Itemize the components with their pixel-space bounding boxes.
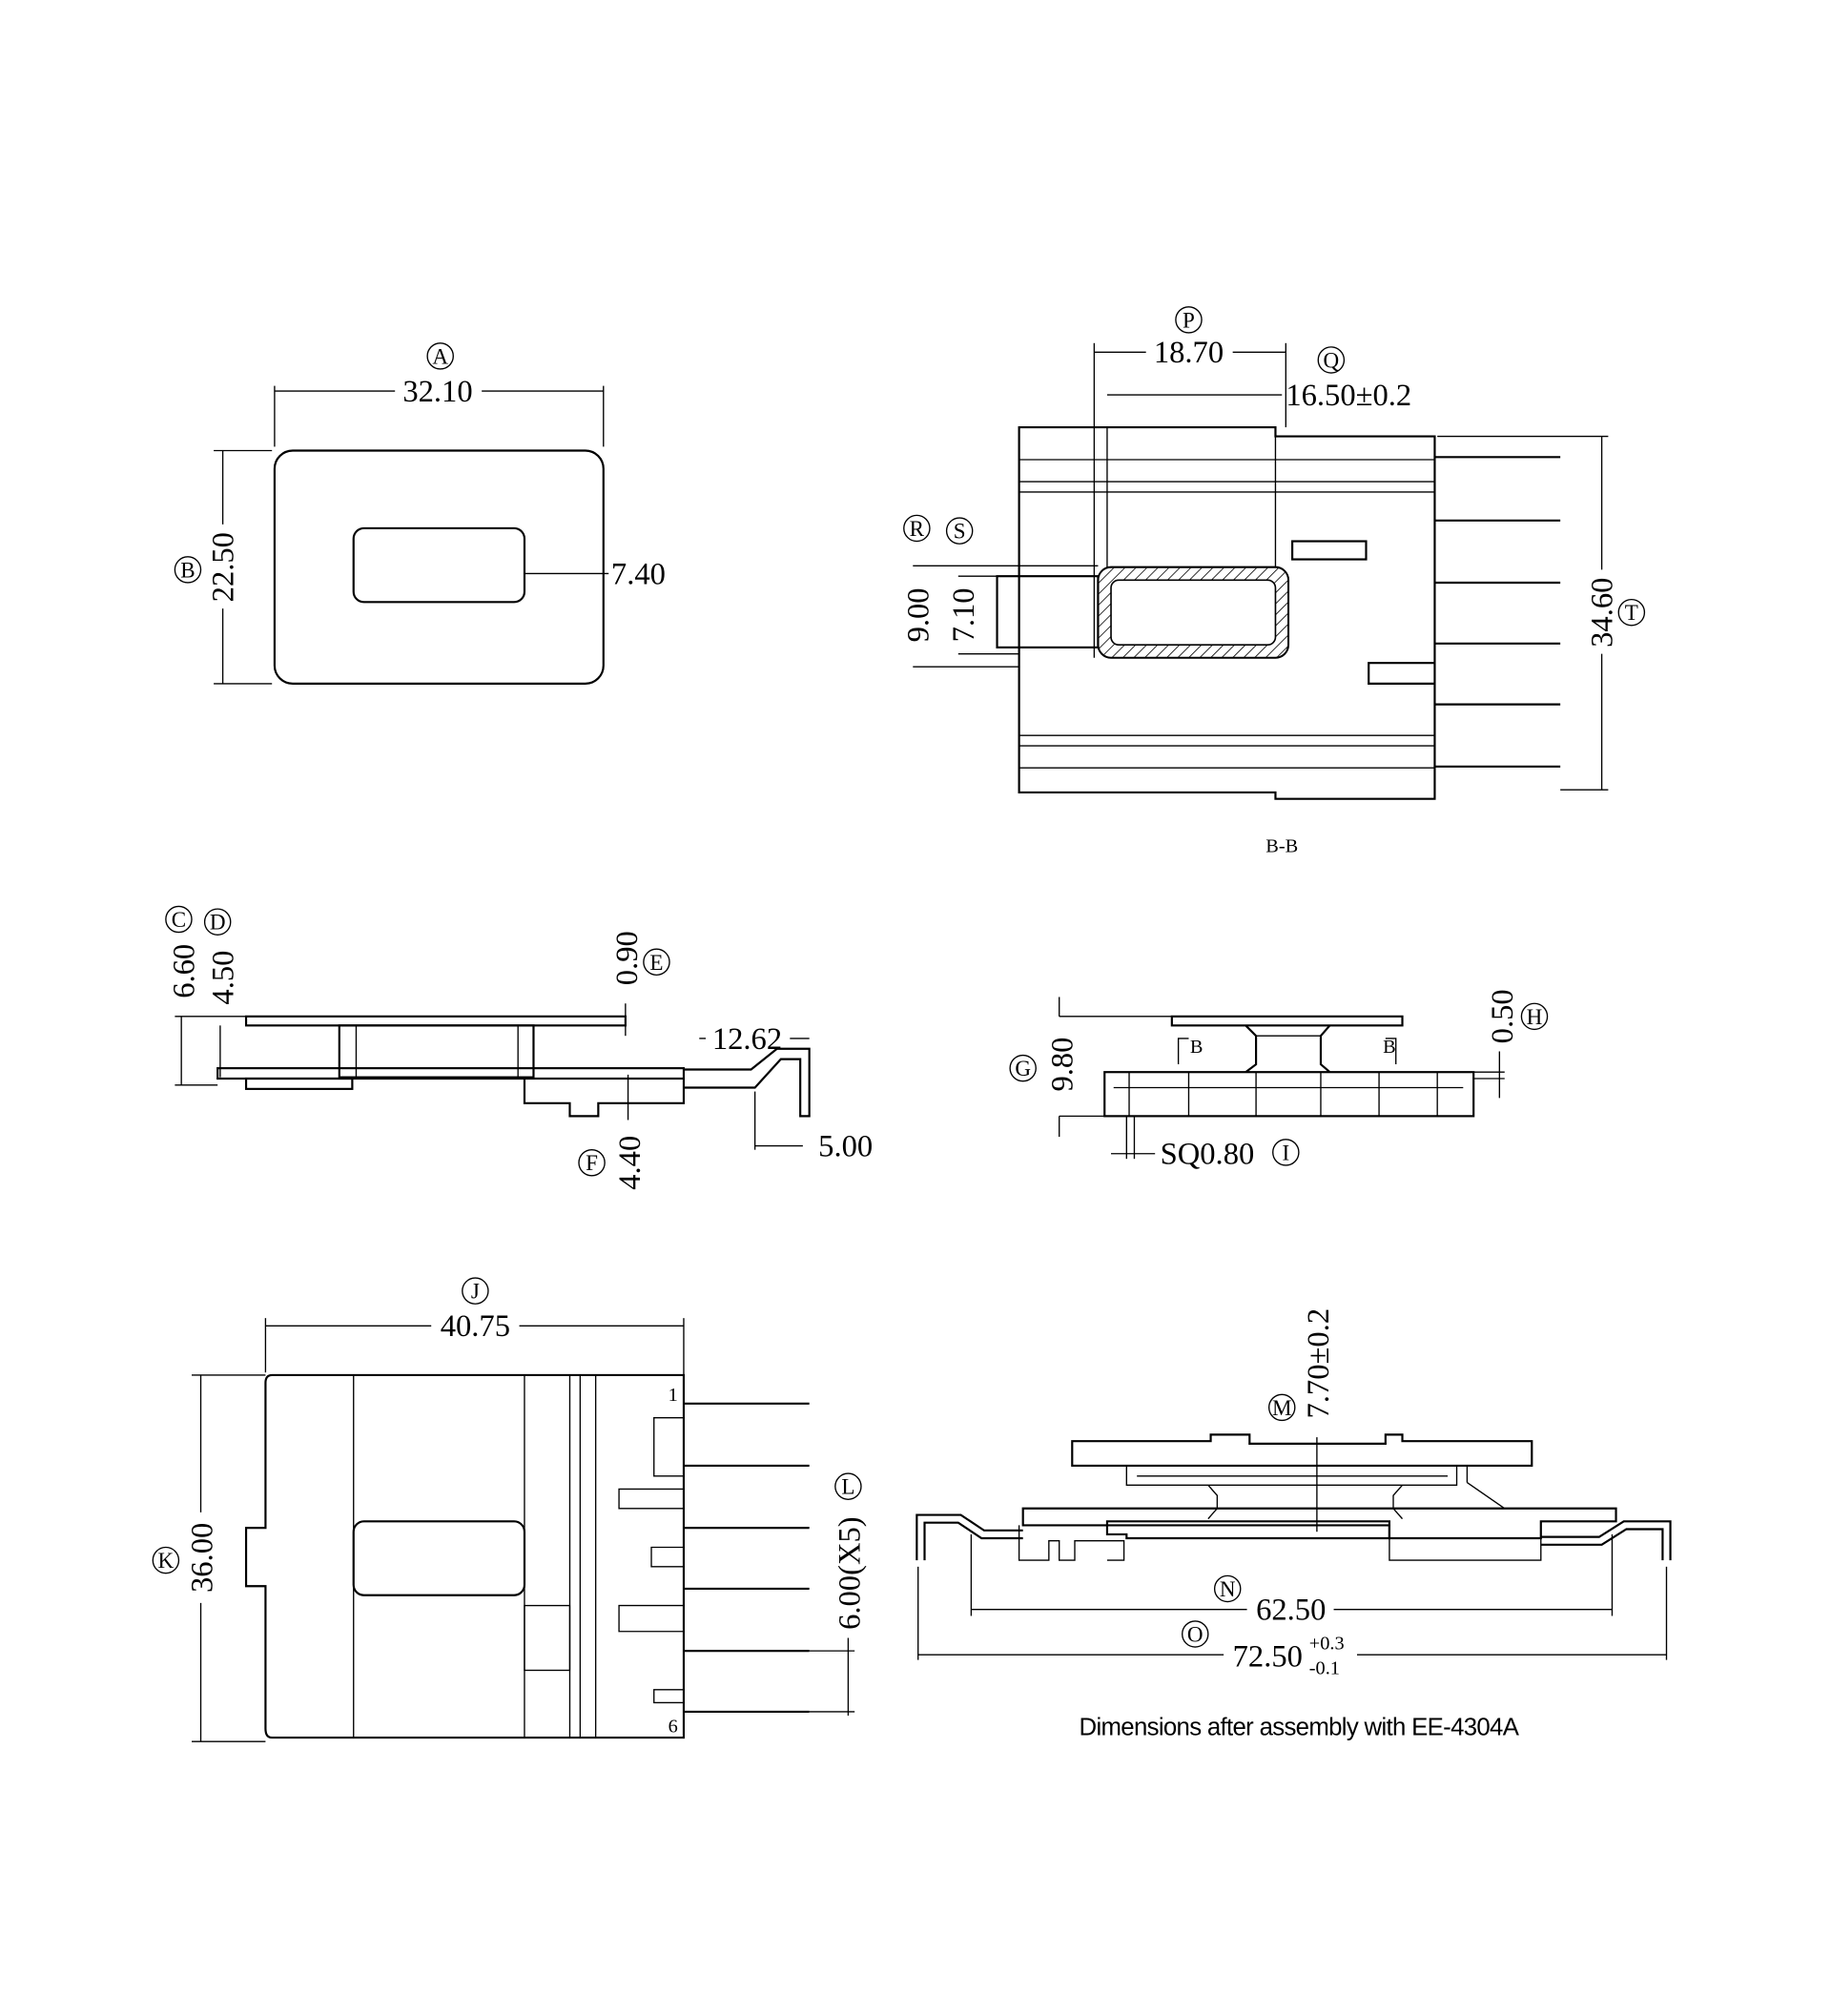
dim-m: 7.70±0.2 <box>1302 1308 1336 1419</box>
callout-s: S <box>954 519 966 544</box>
callout-k: K <box>158 1548 175 1573</box>
pins <box>683 1402 810 1714</box>
callout-o: O <box>1187 1621 1204 1646</box>
callout-h: H <box>1527 1004 1543 1029</box>
dim-b: 22.50 <box>206 532 240 602</box>
dim-o-tol-minus: -0.1 <box>1309 1658 1340 1679</box>
dim-g: 9.80 <box>1045 1038 1080 1092</box>
callout-g: G <box>1015 1056 1031 1080</box>
section-mark-right: B <box>1383 1037 1396 1058</box>
assembly-view: M 7.70±0.2 N 62.50 O 72.50 +0.3 -0.1 Dim… <box>916 1308 1672 1740</box>
pin-stubs <box>1128 1072 1438 1117</box>
dim-o: 72.50 <box>1233 1639 1303 1674</box>
callout-t: T <box>1625 600 1638 625</box>
front-view: B B G 9.80 H 0.50 SQ0.80 I <box>1009 989 1549 1172</box>
callout-i: I <box>1282 1140 1289 1164</box>
dim-j: 40.75 <box>441 1309 510 1344</box>
side-view: C D 6.60 4.50 E 0.90 12.62 F 4.40 5.00 <box>165 905 873 1190</box>
dim-k: 36.00 <box>186 1523 220 1593</box>
callout-n: N <box>1220 1576 1236 1601</box>
dim-p: 18.70 <box>1154 336 1224 370</box>
dim-h: 0.50 <box>1486 989 1520 1043</box>
bottom-view: 1 6 J 40.75 K 36.00 L 6.00(X5) <box>152 1277 868 1742</box>
callout-d: D <box>210 910 226 935</box>
callout-p: P <box>1183 307 1195 332</box>
dim-a: 32.10 <box>402 375 472 409</box>
section-mark-left: B <box>1190 1037 1204 1058</box>
section-label: B-B <box>1265 835 1298 856</box>
dim-window: 7.40 <box>611 557 666 591</box>
callout-l: L <box>841 1474 854 1499</box>
top-view: A 32.10 B 22.50 7.40 <box>174 342 666 685</box>
dim-l: 6.00(X5) <box>833 1516 868 1630</box>
section-view-bb: P 18.70 Q 16.50±0.2 T 34.60 R S 9.00 7.1… <box>902 306 1646 856</box>
callout-r: R <box>910 516 925 541</box>
dim-r: 9.00 <box>902 587 936 642</box>
dim-f: 4.40 <box>613 1136 648 1190</box>
dim-i: SQ0.80 <box>1161 1138 1255 1172</box>
callout-f: F <box>586 1150 598 1175</box>
callout-m: M <box>1272 1395 1292 1420</box>
dim-lead-drop: 5.00 <box>818 1129 873 1163</box>
pin-number-1: 1 <box>669 1385 678 1406</box>
dim-s: 7.10 <box>947 587 981 642</box>
dim-c: 6.60 <box>168 944 202 998</box>
callout-a: A <box>432 343 448 368</box>
dim-e: 0.90 <box>610 931 645 985</box>
callout-j: J <box>471 1279 480 1304</box>
callout-c: C <box>172 907 186 932</box>
dim-n: 62.50 <box>1256 1594 1326 1628</box>
dim-d: 4.50 <box>206 951 240 1005</box>
callout-e: E <box>649 950 663 975</box>
dim-t: 34.60 <box>1585 578 1619 648</box>
callout-b: B <box>180 557 195 582</box>
callout-q: Q <box>1323 347 1339 372</box>
dim-o-tol-plus: +0.3 <box>1309 1634 1345 1655</box>
pins <box>1434 456 1561 768</box>
dim-q: 16.50±0.2 <box>1286 379 1411 413</box>
caption: Dimensions after assembly with EE-4304A <box>1080 1714 1520 1740</box>
dim-lead-length: 12.62 <box>712 1022 782 1057</box>
pin-number-6: 6 <box>669 1717 678 1738</box>
